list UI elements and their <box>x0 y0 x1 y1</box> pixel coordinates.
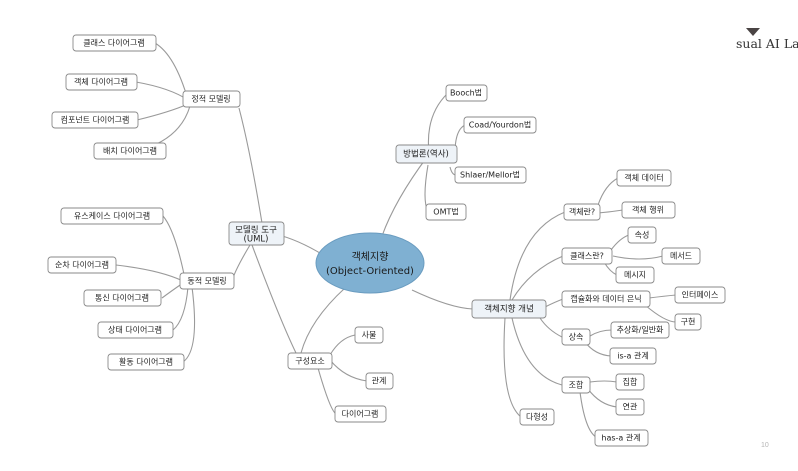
page-number: 10 <box>761 442 769 449</box>
svg-text:객체지향 개념: 객체지향 개념 <box>484 304 534 315</box>
svg-text:객체 데이터: 객체 데이터 <box>624 173 663 183</box>
node-static-modeling: 정적 모델링 <box>182 90 241 108</box>
node-component-diagram: 컴포넌트 다이어그램 <box>51 111 139 129</box>
svg-text:사물: 사물 <box>362 331 377 340</box>
svg-text:객체란?: 객체란? <box>569 207 595 217</box>
node-activity-diagram: 활동 다이어그램 <box>107 353 185 371</box>
node-aggregation: 집합 <box>615 373 645 391</box>
svg-text:인터페이스: 인터페이스 <box>682 290 719 300</box>
svg-text:구성요소: 구성요소 <box>295 357 324 366</box>
modeling-tool-label: 모델링 도구 <box>235 225 277 236</box>
svg-text:is-a 관계: is-a 관계 <box>617 351 648 361</box>
node-polymorphism: 다형성 <box>519 408 555 426</box>
svg-text:다이어그램: 다이어그램 <box>342 409 379 419</box>
node-class-diagram: 클래스 다이어그램 <box>72 34 157 52</box>
svg-text:구현: 구현 <box>681 318 696 327</box>
svg-text:OMT법: OMT법 <box>433 207 458 217</box>
node-object-diagram: 객체 다이어그램 <box>65 73 138 91</box>
node-state-diagram: 상태 다이어그램 <box>97 321 174 339</box>
logo-text: sual AI La <box>736 36 798 51</box>
node-implementation: 구현 <box>674 313 702 331</box>
node-omt: OMT법 <box>425 203 467 221</box>
svg-text:조합: 조합 <box>569 381 584 390</box>
svg-text:has-a 관계: has-a 관계 <box>601 433 640 443</box>
node-things: 사물 <box>354 326 384 344</box>
svg-text:컴포넌트 다이어그램: 컴포넌트 다이어그램 <box>61 115 130 125</box>
center-title: 객체지향 <box>352 251 389 263</box>
svg-text:집합: 집합 <box>623 377 638 387</box>
svg-text:속성: 속성 <box>635 231 650 240</box>
svg-text:메서드: 메서드 <box>670 252 692 261</box>
node-booch: Booch법 <box>445 84 488 102</box>
center-subtitle: (Object-Oriented) <box>326 266 414 277</box>
node-usecase-diagram: 유스케이스 다이어그램 <box>60 207 164 225</box>
svg-text:Booch법: Booch법 <box>450 88 482 98</box>
svg-text:동적 모델링: 동적 모델링 <box>187 276 226 286</box>
svg-text:클래스란?: 클래스란? <box>570 251 604 261</box>
svg-text:방법론(역사): 방법론(역사) <box>403 149 449 160</box>
node-components: 구성요소 <box>287 352 333 370</box>
node-communication-diagram: 통신 다이어그램 <box>83 289 162 307</box>
svg-text:객체 다이어그램: 객체 다이어그램 <box>74 77 128 87</box>
node-modeling-tool: 모델링 도구 (UML) <box>228 221 285 246</box>
node-relations: 관계 <box>365 372 394 390</box>
svg-text:통신 다이어그램: 통신 다이어그램 <box>95 293 149 303</box>
node-shlaer-mellor: Shlaer/Mellor법 <box>454 166 527 184</box>
svg-text:Coad/Yourdon법: Coad/Yourdon법 <box>469 120 532 130</box>
node-methodology: 방법론(역사) <box>395 144 458 164</box>
modeling-tool-sublabel: (UML) <box>244 235 269 245</box>
svg-text:순차 다이어그램: 순차 다이어그램 <box>55 260 109 270</box>
svg-text:상속: 상속 <box>569 332 584 342</box>
node-dynamic-modeling: 동적 모델링 <box>179 272 235 290</box>
svg-text:정적 모델링: 정적 모델링 <box>191 94 230 104</box>
node-object-behavior: 객체 행위 <box>621 201 676 219</box>
node-sequence-diagram: 순차 다이어그램 <box>47 256 117 274</box>
node-coad-yourdon: Coad/Yourdon법 <box>463 116 537 134</box>
node-is-a: is-a 관계 <box>609 347 657 365</box>
node-encapsulation: 캡슐화와 데이터 은닉 <box>561 290 651 308</box>
node-method: 메서드 <box>661 247 701 265</box>
node-message: 메시지 <box>615 266 655 284</box>
logo: sual AI La <box>734 28 798 68</box>
node-object: 객체란? <box>563 203 601 221</box>
svg-text:활동 다이어그램: 활동 다이어그램 <box>119 357 173 367</box>
svg-text:객체 행위: 객체 행위 <box>632 205 664 215</box>
svg-text:클래스 다이어그램: 클래스 다이어그램 <box>83 38 144 48</box>
node-oo-concepts: 객체지향 개념 <box>471 299 547 319</box>
node-composition: 조합 <box>561 376 591 394</box>
node-attribute: 속성 <box>627 226 657 244</box>
logo-triangle-icon <box>746 28 760 36</box>
svg-text:캡슐화와 데이터 은닉: 캡슐화와 데이터 은닉 <box>570 294 641 304</box>
node-has-a: has-a 관계 <box>594 429 649 447</box>
svg-text:배치 다이어그램: 배치 다이어그램 <box>103 146 157 156</box>
node-diagrams: 다이어그램 <box>334 405 387 423</box>
node-deployment-diagram: 배치 다이어그램 <box>93 142 167 160</box>
svg-text:다형성: 다형성 <box>526 413 548 422</box>
node-interface: 인터페이스 <box>674 286 726 304</box>
svg-text:유스케이스 다이어그램: 유스케이스 다이어그램 <box>74 211 150 221</box>
svg-text:추상화/일반화: 추상화/일반화 <box>617 325 664 335</box>
center-node: 객체지향 (Object-Oriented) <box>315 232 425 294</box>
node-class: 클래스란? <box>561 247 613 265</box>
svg-text:메시지: 메시지 <box>624 271 646 280</box>
node-association: 연관 <box>615 398 645 416</box>
svg-text:관계: 관계 <box>372 376 387 386</box>
node-object-data: 객체 데이터 <box>616 169 672 187</box>
svg-text:Shlaer/Mellor법: Shlaer/Mellor법 <box>460 170 520 180</box>
node-inheritance: 상속 <box>561 328 591 346</box>
node-abstraction: 추상화/일반화 <box>610 321 670 339</box>
svg-text:상태 다이어그램: 상태 다이어그램 <box>108 325 162 335</box>
svg-text:연관: 연관 <box>623 402 638 412</box>
